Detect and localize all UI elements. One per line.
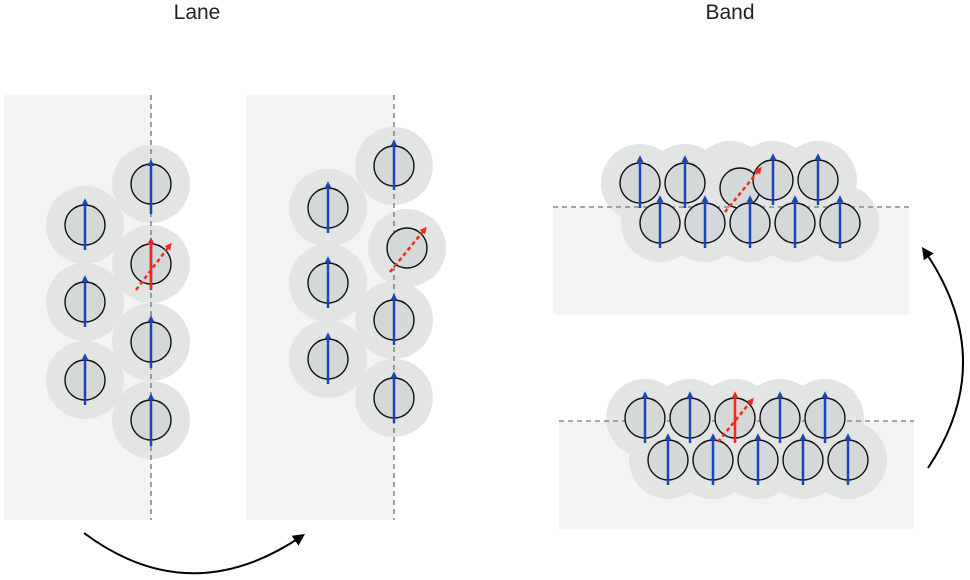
red-arrow-dashed-layer	[135, 166, 762, 443]
lane-title: Lane	[173, 1, 221, 24]
blue-arrow-layer	[81, 139, 852, 485]
band-title: Band	[705, 1, 755, 24]
lane-transition-arrow	[83, 532, 305, 575]
boundary-layer	[150, 95, 914, 520]
red-arrow-solid-layer	[147, 238, 739, 443]
band-transition-arrow	[921, 247, 964, 469]
